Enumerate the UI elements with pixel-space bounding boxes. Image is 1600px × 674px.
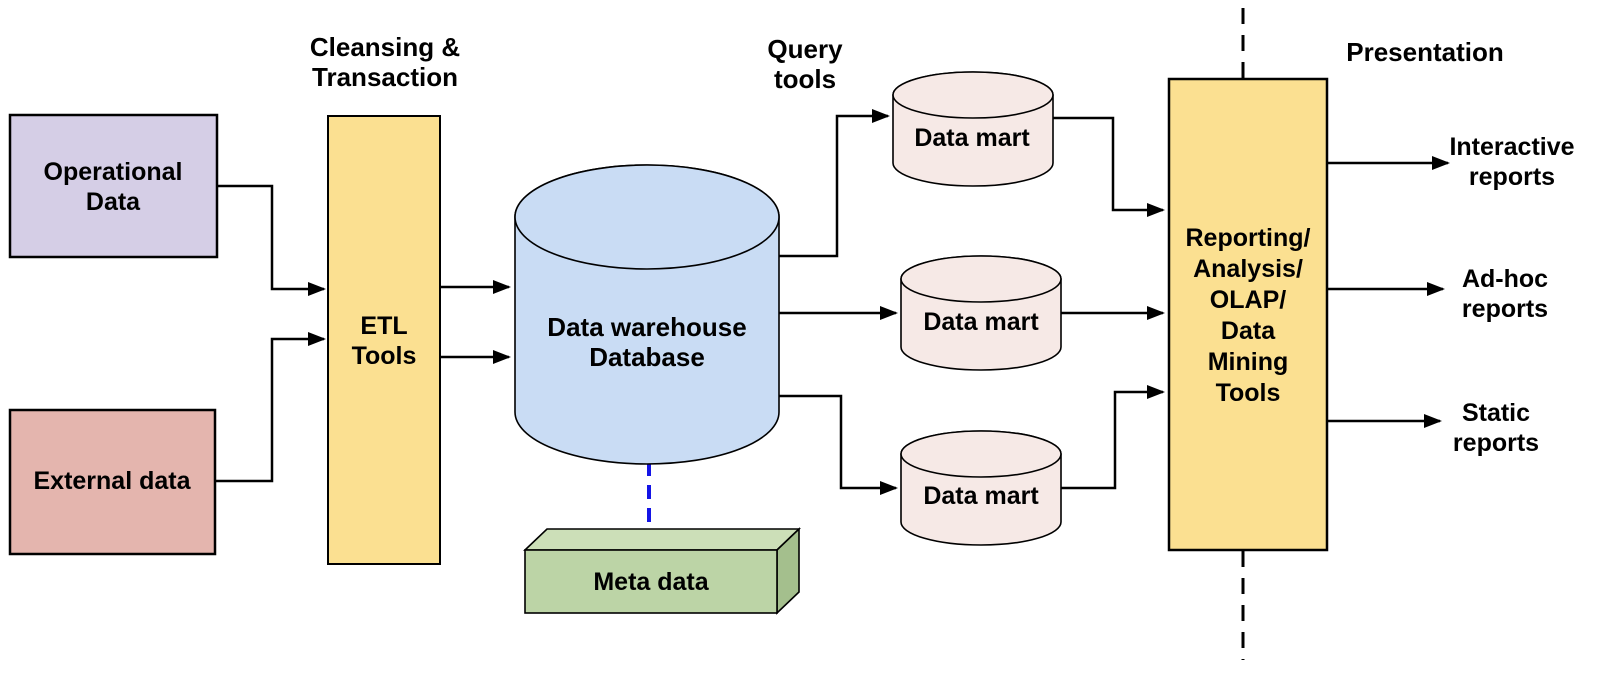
data-mart-2-cylinder-top	[900, 255, 1062, 303]
data-mart-3-label: Data mart	[923, 481, 1038, 511]
external-data-box	[8, 408, 217, 556]
data-mart-2-label: Data mart	[923, 307, 1038, 337]
connector-warehouse-to-mart3	[779, 394, 898, 495]
header-line: Transaction	[312, 62, 458, 92]
static-reports-label: Static reports	[1453, 398, 1539, 458]
label-line: reports	[1452, 429, 1540, 457]
query-tools-header: Query tools	[767, 34, 842, 94]
label-line: Data mart	[914, 124, 1030, 152]
reporting-tools-box	[1167, 77, 1329, 552]
label-line: Data mart	[923, 308, 1039, 336]
label-line: reports	[1461, 295, 1549, 323]
label-line: Data	[85, 188, 141, 216]
label-line: Static	[1461, 399, 1531, 427]
connector-mart1-to-reporting	[1053, 116, 1165, 217]
data-mart-1-cylinder-top	[892, 71, 1054, 119]
header-line: tools	[773, 64, 837, 94]
label-line: Data mart	[923, 482, 1039, 510]
interactive-reports-label: Interactive reports	[1449, 132, 1574, 192]
external-data-label: External data	[33, 466, 190, 496]
cleansing-transaction-header: Cleansing & Transaction	[310, 32, 460, 92]
connector-external-to-etl	[215, 332, 326, 483]
etl-tools-box	[327, 115, 441, 565]
connector-operational-to-etl	[217, 184, 326, 296]
reporting-tools-label: Reporting/ Analysis/ OLAP/ Data Mining T…	[1186, 223, 1311, 409]
data-mart-3-cylinder-top	[900, 430, 1062, 478]
label-line: OLAP/	[1209, 286, 1287, 314]
adhoc-reports-label: Ad-hoc reports	[1462, 264, 1548, 324]
label-line: Data warehouse	[547, 312, 747, 342]
label-line: Database	[589, 342, 705, 372]
label-line: Interactive	[1449, 133, 1575, 161]
metadata-box-front-face	[524, 549, 778, 614]
operational-data-label: Operational Data	[44, 157, 183, 217]
warehouse-label: Data warehouse Database	[547, 312, 746, 372]
label-line: Meta data	[593, 568, 709, 596]
label-line: Tools	[351, 342, 417, 370]
connector-mart3-to-reporting	[1061, 385, 1165, 490]
label-line: Ad-hoc	[1461, 265, 1549, 293]
label-line: Operational	[43, 158, 183, 186]
label-line: Data	[1220, 317, 1276, 345]
label-line: External data	[33, 467, 191, 495]
presentation-header: Presentation	[1346, 37, 1504, 67]
connector-warehouse-to-mart1	[779, 109, 890, 258]
label-line: Mining	[1207, 348, 1289, 376]
metadata-box-top-face	[523, 528, 801, 551]
label-line: Reporting/	[1185, 224, 1311, 252]
label-line: Analysis/	[1193, 255, 1303, 283]
label-line: ETL	[360, 312, 408, 340]
data-mart-1-label: Data mart	[914, 123, 1029, 153]
metadata-label: Meta data	[593, 567, 708, 597]
warehouse-cylinder-top	[514, 164, 780, 270]
operational-data-box	[8, 113, 219, 259]
header-line: Query	[767, 34, 843, 64]
header-line: Cleansing &	[309, 32, 461, 62]
label-line: reports	[1468, 163, 1556, 191]
etl-tools-label: ETL Tools	[352, 311, 417, 371]
label-line: Tools	[1215, 379, 1281, 407]
header-line: Presentation	[1346, 37, 1504, 67]
